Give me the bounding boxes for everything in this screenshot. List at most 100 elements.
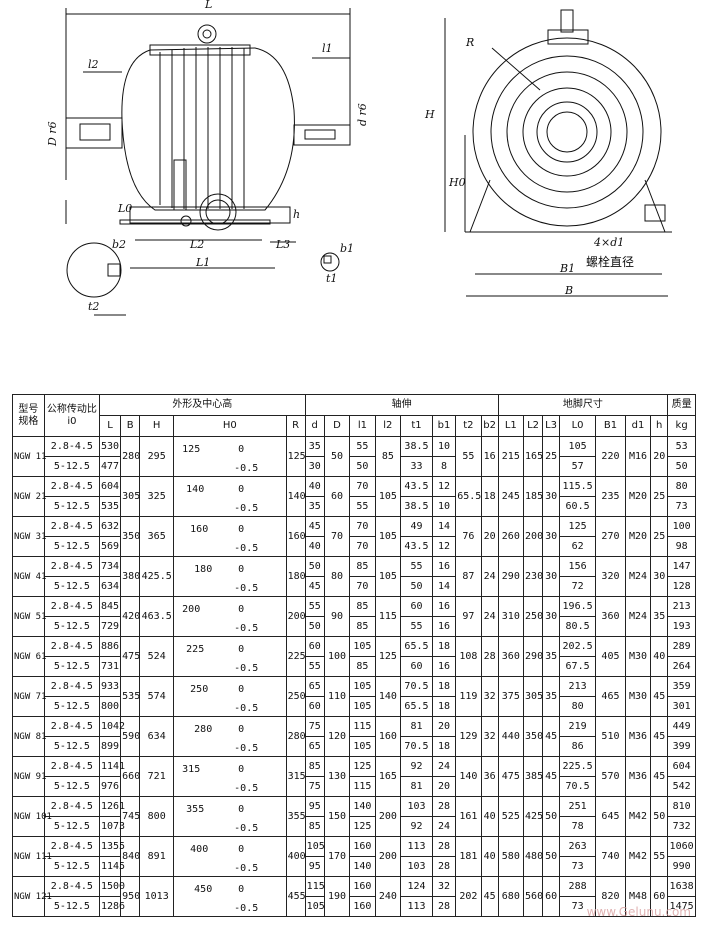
table-cell: 55 xyxy=(455,436,482,477)
table-cell: 65 xyxy=(304,676,325,697)
table-cell: 70.5 xyxy=(400,676,433,697)
label-l2: l2 xyxy=(88,58,99,71)
table-cell: 119 xyxy=(455,676,482,717)
table-cell: 115 xyxy=(349,776,376,797)
table-cell: 230 xyxy=(523,556,544,597)
h0-lower-tolerance: -0.5 xyxy=(234,583,259,594)
column-header: L xyxy=(98,415,122,437)
h0-upper-tolerance: 0 xyxy=(238,844,245,855)
model-cell: NGW 111 xyxy=(12,836,52,877)
table-cell: 180 xyxy=(285,556,306,597)
table-cell: 634 xyxy=(98,576,122,597)
table-cell: 85 xyxy=(374,436,402,477)
model-cell: NGW 121 xyxy=(12,876,52,917)
table-cell: 55 xyxy=(650,836,669,877)
front-view xyxy=(444,9,672,297)
table-cell: 634 xyxy=(139,716,175,757)
table-cell: 125 xyxy=(559,516,597,537)
h0-lower-tolerance: -0.5 xyxy=(234,543,259,554)
model-cell: NGW 61 xyxy=(12,636,47,677)
table-cell: 60.5 xyxy=(559,496,597,517)
table-cell: 55 xyxy=(400,616,433,637)
table-cell: 124 xyxy=(400,876,433,897)
ratio-cell: 5-12.5 xyxy=(43,696,100,717)
table-cell: 213 xyxy=(667,596,696,617)
label-L: L xyxy=(204,0,212,11)
h0-upper-tolerance: 0 xyxy=(238,764,245,775)
table-cell: 16 xyxy=(431,596,457,617)
h0-lower-tolerance: -0.5 xyxy=(234,743,259,754)
table-cell: M42 xyxy=(624,836,652,877)
table-cell: 1145 xyxy=(98,856,125,877)
table-cell: 475 xyxy=(120,636,141,677)
h0-value: 250 xyxy=(190,684,209,695)
ratio-cell: 2.8-4.5 xyxy=(43,516,100,537)
table-cell: M24 xyxy=(624,556,652,597)
table-cell: 14 xyxy=(431,516,457,537)
ratio-cell: 2.8-4.5 xyxy=(43,716,100,737)
h0-upper-tolerance: 0 xyxy=(238,444,245,455)
h0-upper-tolerance: 0 xyxy=(238,724,245,735)
column-header: t1 xyxy=(400,415,433,437)
table-cell: 55 xyxy=(304,596,325,617)
table-cell: 20 xyxy=(431,776,457,797)
table-cell: 45 xyxy=(650,716,669,757)
table-cell: 103 xyxy=(400,796,433,817)
column-header: h xyxy=(650,415,669,437)
table-cell: 1042 xyxy=(98,716,125,737)
table-cell: 886 xyxy=(98,636,122,657)
h0-value: 450 xyxy=(194,884,213,895)
label-t2: t2 xyxy=(88,300,99,313)
table-cell: 215 xyxy=(497,436,525,477)
model-cell: NGW 101 xyxy=(12,796,52,837)
table-cell: 45 xyxy=(304,516,325,537)
table-cell: 225.5 xyxy=(559,756,597,777)
table-cell: 810 xyxy=(667,796,696,817)
table-cell: 80 xyxy=(667,476,696,497)
table-cell: 260 xyxy=(497,516,525,557)
table-cell: 30 xyxy=(542,476,561,517)
table-cell: 30 xyxy=(542,516,561,557)
table-cell: 105 xyxy=(304,896,325,917)
table-cell: 75 xyxy=(304,776,325,797)
table-cell: 60 xyxy=(542,876,561,917)
label-l1: l1 xyxy=(322,42,333,55)
label-bolt-note: 螺栓直径 xyxy=(586,254,634,269)
table-cell: 32 xyxy=(480,676,499,717)
table-cell: 1073 xyxy=(98,816,125,837)
table-cell: 55 xyxy=(349,496,376,517)
label-R: R xyxy=(465,36,474,49)
table-cell: 35 xyxy=(542,636,561,677)
table-cell: 85 xyxy=(349,596,376,617)
column-header: l1 xyxy=(349,415,376,437)
table-cell: 1500 xyxy=(98,876,125,897)
table-cell: 129 xyxy=(455,716,482,757)
table-cell: 140 xyxy=(285,476,306,517)
table-cell: 70 xyxy=(349,576,376,597)
technical-drawing: L l2 l1 D r6 d r6 L0 h L2 L3 L1 b2 t2 b1… xyxy=(46,0,672,316)
table-cell: 147 xyxy=(667,556,696,577)
table-cell: 569 xyxy=(98,536,122,557)
table-cell: 245 xyxy=(497,476,525,517)
table-cell: 115 xyxy=(374,596,402,637)
table-cell: 800 xyxy=(139,796,175,837)
table-cell: 35 xyxy=(304,496,325,517)
ratio-cell: 2.8-4.5 xyxy=(43,876,100,897)
table-cell: 420 xyxy=(120,596,141,637)
table-cell: 115 xyxy=(304,876,325,897)
table-cell: 1261 xyxy=(98,796,125,817)
table-cell: 100 xyxy=(667,516,696,537)
table-cell: 72 xyxy=(559,576,597,597)
table-cell: 80 xyxy=(323,556,351,597)
table-cell: 55 xyxy=(400,556,433,577)
